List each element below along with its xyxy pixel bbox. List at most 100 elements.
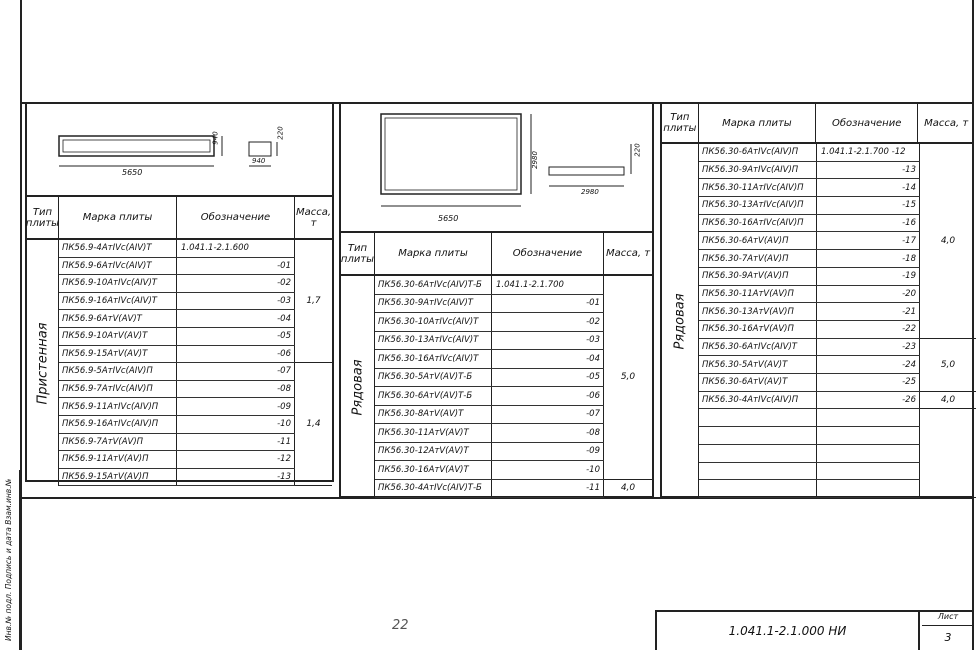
plate-mark: ПК56.9-7АтIVс(АIV)П — [59, 381, 177, 399]
plate-designation: -07 — [177, 363, 295, 381]
column-line — [816, 144, 817, 498]
plate-mark: ПК56.9-16АтIVс(АIV)Т — [59, 293, 177, 311]
plate-designation: -11 — [492, 480, 604, 498]
plate-designation: 1.041.1-2.1.700 — [492, 276, 604, 295]
plate-mark: ПК56.30-6АтIVс(АIV)П — [699, 144, 817, 162]
sheet-number: 3 — [944, 631, 952, 644]
column-header: Масса, т — [924, 117, 969, 129]
column-line — [698, 144, 699, 498]
sheet-label: Лист — [922, 612, 974, 626]
column-header: Масса, т — [605, 248, 651, 259]
plate-mark: ПК56.30-7АтV(АV)П — [699, 250, 817, 268]
page-number: 22 — [392, 618, 409, 633]
plate-designation: -06 — [177, 346, 295, 364]
plate-mark: ПК56.30-6АтV(АV)П — [699, 233, 817, 251]
plate-mark — [699, 410, 817, 428]
plate-mark: ПК56.30-11АтV(АV)П — [699, 286, 817, 304]
column-line — [491, 276, 492, 498]
column-line — [176, 240, 177, 487]
plate-designation: -12 — [177, 451, 295, 469]
plate-mark: ПК56.30-9АтIVс(АIV)П — [699, 162, 817, 180]
plate-designation: -22 — [817, 321, 920, 339]
plate-designation: -16 — [817, 215, 920, 233]
plate-type: Пристенная — [27, 240, 59, 486]
plate-designation: -20 — [817, 286, 920, 304]
plate-mark: ПК56.30-16АтV(АV)Т — [375, 461, 492, 480]
plate-designation: -11 — [177, 434, 295, 452]
plate-designation: 1.041.1-2.1.700 -12 — [817, 144, 920, 162]
plate-designation: 1.041.1-2.1.600 — [177, 240, 295, 258]
plate-mark: ПК56.9-15АтV(АV)П — [59, 469, 177, 487]
plate-designation — [817, 480, 920, 498]
column-header: Тип плиты — [662, 104, 699, 142]
plate-designation: -08 — [177, 381, 295, 399]
plate-designation: -24 — [817, 356, 920, 375]
plate-mark: ПК56.9-6АтIVс(АIV)Т — [59, 258, 177, 276]
plate-designation: -23 — [817, 339, 920, 357]
plate-type-label: Рядовая — [350, 358, 366, 416]
plate-mark: ПК56.30-13АтIVс(АIV)П — [699, 197, 817, 215]
plate-designation: -10 — [492, 461, 604, 480]
plate-mark: ПК56.30-4АтIVс(АIV)П — [699, 392, 817, 410]
plate-mark: ПК56.30-13АтIVс(АIV)Т — [375, 332, 492, 350]
column-header: Марка плиты — [59, 197, 177, 238]
plate-designation: -05 — [177, 328, 295, 346]
plate-mass: 5,0 — [604, 276, 652, 480]
plate-mass: 4,0 — [920, 392, 976, 410]
column-line — [294, 240, 295, 487]
plate-mark: ПК56.30-6АтV(АV)Т-Б — [375, 387, 492, 406]
plate-mark — [699, 445, 817, 463]
plate-designation: -15 — [817, 197, 920, 215]
plate-mark: ПК56.30-13АтV(АV)П — [699, 303, 817, 321]
plate-mark: ПК56.30-11АтIVс(АIV)П — [699, 179, 817, 198]
column-line — [919, 144, 920, 498]
column-header: Марка плиты — [375, 233, 492, 274]
plate-mark: ПК56.9-6АтV(АV)Т — [59, 310, 177, 328]
plate-designation: -13 — [817, 162, 920, 180]
plate-mass — [920, 410, 976, 498]
plate-mark — [699, 427, 817, 445]
column-line — [603, 276, 604, 498]
plate-mark: ПК56.30-16АтIVс(АIV)П — [699, 215, 817, 233]
plate-mark: ПК56.30-6АтV(АV)Т — [699, 374, 817, 392]
plate-mass: 1,7 — [295, 240, 332, 364]
plate-designation — [817, 410, 920, 428]
plate-designation: -26 — [817, 392, 920, 410]
plate-designation: -14 — [817, 179, 920, 198]
plate-mass: 5,0 — [920, 339, 976, 392]
plate-mark: ПК56.30-9АтIVс(АIV)Т — [375, 295, 492, 313]
plate-designation: -10 — [177, 416, 295, 434]
plate-mark: ПК56.30-16АтV(АV)П — [699, 321, 817, 339]
plate-mass: 4,0 — [604, 480, 652, 498]
plate-mark: ПК56.9-11АтIVс(АIV)П — [59, 398, 177, 416]
column-header: Масса, т — [295, 206, 332, 229]
plate-mark: ПК56.30-11АтV(АV)Т — [375, 424, 492, 443]
title-block: 1.041.1-2.1.000 НИ Лист 3 — [655, 610, 974, 650]
plate-designation: -06 — [492, 387, 604, 406]
plate-designation: -08 — [492, 424, 604, 443]
plate-drawing-pk56-9: 5650 940 940 220 — [27, 104, 332, 197]
plate-mark: ПК56.30-6АтIVс(АIV)Т-Б — [375, 276, 492, 295]
plate-mass: 1,4 — [295, 363, 332, 487]
plate-designation: -09 — [492, 443, 604, 461]
plate-mark: ПК56.30-4АтIVс(АIV)Т-Б — [375, 480, 492, 498]
plate-designation: -07 — [492, 406, 604, 424]
plate-designation: -13 — [177, 469, 295, 487]
plate-designation: -19 — [817, 268, 920, 286]
plate-designation: -25 — [817, 374, 920, 392]
plate-designation: -02 — [492, 313, 604, 332]
column-header: Тип плиты — [26, 197, 59, 238]
plate-mark: ПК56.30-12АтV(АV)Т — [375, 443, 492, 461]
plate-designation: -18 — [817, 250, 920, 268]
plate-mark: ПК56.9-7АтV(АV)П — [59, 434, 177, 452]
column-header: Обозначение — [492, 233, 604, 274]
plate-mark: ПК56.9-16АтIVс(АIV)П — [59, 416, 177, 434]
plate-designation: -04 — [177, 310, 295, 328]
plate-type: Рядовая — [662, 144, 699, 498]
plate-designation: -09 — [177, 398, 295, 416]
